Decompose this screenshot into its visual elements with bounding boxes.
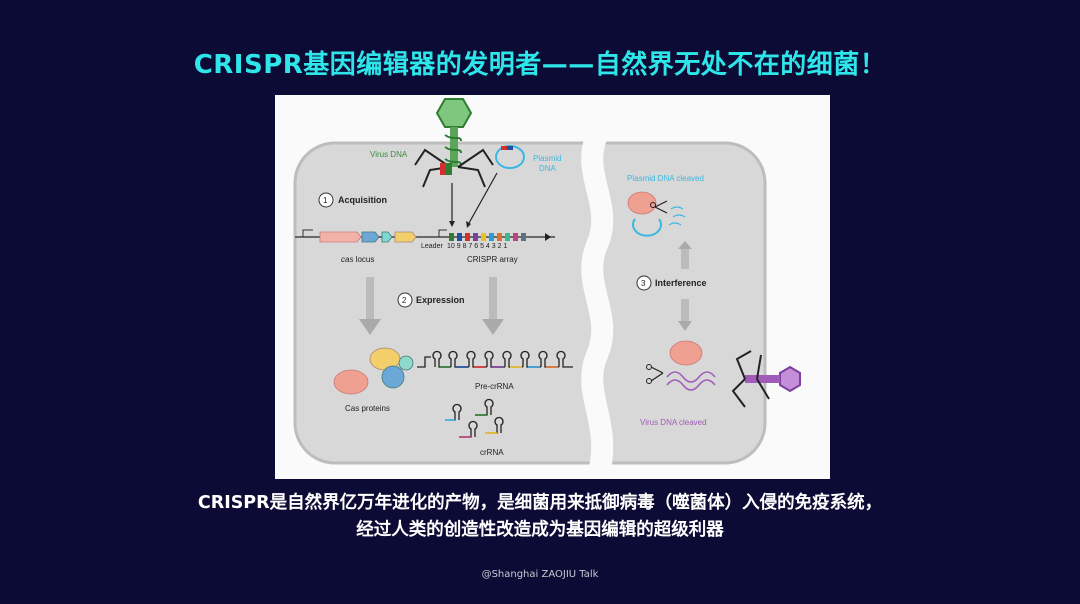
virus-dna-label: Virus DNA bbox=[370, 150, 408, 159]
plasmid-cleaved-label: Plasmid DNA cleaved bbox=[627, 174, 704, 183]
bacteriophage-right-icon bbox=[731, 350, 801, 408]
plasmid-dna-label-2: DNA bbox=[539, 164, 557, 173]
leader-label: Leader bbox=[421, 243, 443, 250]
spacer-numbers: 10 9 8 7 6 5 4 3 2 1 bbox=[447, 243, 507, 250]
plasmid-icon bbox=[495, 145, 525, 169]
step2-number: 2 bbox=[402, 296, 407, 305]
interference-arrow-down bbox=[678, 299, 692, 331]
cas-proteins-icon bbox=[333, 347, 414, 395]
plasmid-cleavage-icon bbox=[627, 191, 686, 237]
crispr-array-label: CRISPR array bbox=[467, 255, 518, 264]
step3-number: 3 bbox=[641, 279, 646, 288]
cas-locus-label: cas locus bbox=[341, 255, 374, 264]
expression-arrow-left bbox=[359, 277, 381, 335]
expression-arrow-right bbox=[482, 277, 504, 335]
step1-number: 1 bbox=[323, 196, 328, 205]
virus-cleavage-icon bbox=[646, 340, 716, 391]
crispr-diagram-svg: Virus DNA Plasmid DNA 1 Acquisition cas … bbox=[293, 98, 801, 479]
cas-locus bbox=[295, 229, 435, 243]
cell-divider bbox=[581, 130, 614, 479]
pre-crrna-label: Pre-crRNA bbox=[475, 382, 514, 391]
bacteriophage-top-icon bbox=[414, 98, 494, 188]
caption-line-1: CRISPR是自然界亿万年进化的产物，是细菌用来抵御病毒（噬菌体）入侵的免疫系统… bbox=[197, 493, 883, 513]
plasmid-dna-label-1: Plasmid bbox=[533, 154, 561, 163]
plasmid-arrow bbox=[468, 172, 498, 224]
crispr-array bbox=[435, 229, 555, 241]
virus-cleaved-label: Virus DNA cleaved bbox=[640, 418, 707, 427]
bacterial-cell bbox=[293, 141, 767, 465]
cas-proteins-label: Cas proteins bbox=[345, 404, 390, 413]
crrna bbox=[445, 398, 504, 438]
slide-title: CRISPR基因编辑器的发明者——自然界无处不在的细菌！ bbox=[193, 50, 887, 80]
pre-crrna bbox=[417, 350, 573, 368]
credit-text: @Shanghai ZAOJIU Talk bbox=[481, 569, 599, 580]
caption-line-2: 经过人类的创造性改造成为基因编辑的超级利器 bbox=[356, 520, 724, 540]
step2-label: Expression bbox=[416, 295, 465, 305]
step1-label: Acquisition bbox=[338, 195, 387, 205]
crispr-diagram: Virus DNA Plasmid DNA 1 Acquisition cas … bbox=[275, 95, 830, 479]
crrna-label: crRNA bbox=[480, 448, 504, 457]
interference-arrow-up bbox=[678, 241, 692, 269]
step3-label: Interference bbox=[655, 278, 707, 288]
